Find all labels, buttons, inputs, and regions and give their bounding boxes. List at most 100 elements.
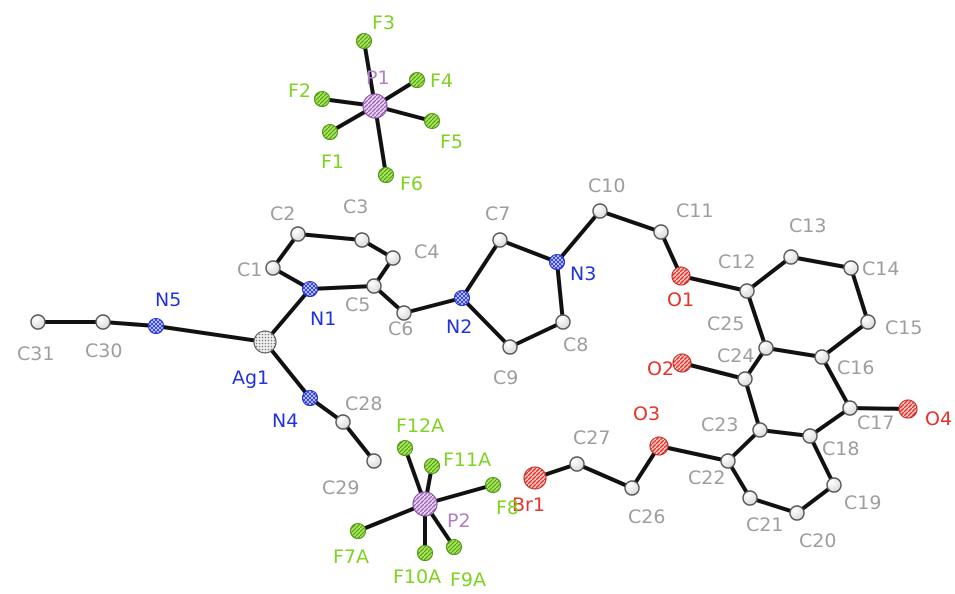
bond-ag1-n1 — [263, 287, 312, 344]
bond-c20-c21 — [748, 496, 799, 515]
atom-f7a — [349, 522, 367, 540]
atom-c20 — [789, 505, 805, 521]
atom-label-n4: N4 — [272, 410, 298, 432]
atom-label-c22: C22 — [688, 467, 725, 489]
bond-c17-c18 — [808, 406, 852, 438]
atom-o2 — [672, 353, 692, 373]
atom-label-c17: C17 — [857, 412, 894, 434]
bond-c24-c23 — [743, 377, 762, 432]
atom-c12 — [739, 283, 755, 299]
atom-f8 — [484, 476, 502, 494]
bond-ag1-n5 — [154, 324, 267, 344]
atom-label-c13: C13 — [789, 215, 826, 237]
atom-c7 — [492, 232, 508, 248]
atom-c13 — [783, 249, 799, 265]
atom-f5 — [423, 112, 441, 130]
bond-c18-c19 — [808, 434, 836, 487]
bond-c16-c17 — [820, 355, 852, 410]
atom-label-c26: C26 — [628, 506, 665, 528]
atom-o1 — [671, 266, 691, 286]
atom-c31 — [30, 314, 46, 330]
bond-c7-n3 — [498, 238, 559, 264]
atom-label-c1: C1 — [237, 259, 262, 281]
atom-f1 — [321, 123, 339, 141]
bond-o1-c12 — [679, 274, 749, 293]
atom-c16 — [814, 349, 830, 365]
atom-n2 — [453, 289, 471, 307]
atom-c6 — [396, 305, 412, 321]
bond-c28-c29 — [341, 420, 376, 463]
atom-ag1 — [253, 330, 277, 354]
bond-c25-c12 — [745, 289, 768, 350]
atom-o3 — [649, 436, 669, 456]
bond-c10-c11 — [598, 209, 663, 234]
atom-br1 — [523, 466, 547, 490]
bond-c6-n2 — [402, 296, 464, 315]
atom-label-c14: C14 — [862, 258, 899, 280]
atom-c18 — [802, 428, 818, 444]
bond-c26-c27 — [575, 462, 634, 490]
atom-c3 — [354, 232, 370, 248]
bond-c18-c23 — [758, 428, 812, 438]
atom-label-n1: N1 — [310, 308, 336, 330]
atom-label-c28: C28 — [345, 393, 382, 415]
atom-c2 — [290, 226, 306, 242]
atom-n4 — [301, 389, 319, 407]
atom-label-c10: C10 — [588, 175, 625, 197]
atom-label-f3: F3 — [372, 12, 395, 34]
bond-c24-o2 — [680, 361, 747, 381]
atom-c14 — [843, 260, 859, 276]
atom-p1 — [362, 93, 388, 119]
bond-c9-n2 — [460, 296, 512, 349]
atom-f10a — [416, 544, 434, 562]
atom-c8 — [555, 314, 571, 330]
atom-c24 — [737, 371, 753, 387]
atom-c26 — [624, 480, 640, 496]
atom-c28 — [335, 414, 351, 430]
atom-c11 — [653, 224, 669, 240]
atom-label-c29: C29 — [322, 477, 359, 499]
bond-c19-c20 — [795, 483, 836, 515]
atom-f2 — [313, 90, 331, 108]
atom-label-ag1: Ag1 — [232, 367, 269, 389]
atom-label-f10a: F10A — [393, 566, 441, 588]
atom-label-c20: C20 — [799, 530, 836, 552]
atom-c9 — [502, 339, 518, 355]
bond-n5-c30 — [101, 320, 158, 328]
atom-label-c23: C23 — [701, 414, 738, 436]
atom-c27 — [569, 456, 585, 472]
atom-n5 — [147, 317, 165, 335]
bond-c15-c16 — [820, 320, 870, 359]
atom-label-f12a: F12A — [396, 415, 444, 437]
atom-label-f6: F6 — [400, 173, 423, 195]
bond-c2-c3 — [296, 232, 364, 242]
atom-label-br1: Br1 — [512, 494, 545, 516]
bond-n3-c8 — [555, 260, 565, 324]
atom-c1 — [265, 260, 281, 276]
atom-label-f8: F8 — [496, 497, 519, 519]
atom-label-f7a: F7A — [333, 546, 369, 568]
atom-f12a — [396, 439, 414, 457]
atom-label-c3: C3 — [343, 196, 368, 218]
atom-label-o1: O1 — [667, 289, 694, 311]
atom-c23 — [752, 422, 768, 438]
atom-label-p1: P1 — [366, 67, 390, 89]
atom-label-n2: N2 — [446, 316, 472, 338]
atom-c30 — [95, 314, 111, 330]
bond-c17-o4 — [848, 406, 910, 411]
atom-label-c11: C11 — [676, 200, 713, 222]
bond-c14-c15 — [849, 266, 870, 324]
atom-f9a — [445, 538, 463, 556]
atom-label-c18: C18 — [822, 438, 859, 460]
atom-label-f11a: F11A — [443, 449, 491, 471]
atom-label-c24: C24 — [717, 345, 754, 367]
atom-c17 — [842, 400, 858, 416]
atom-label-c30: C30 — [85, 340, 122, 362]
atom-label-f5: F5 — [440, 131, 463, 153]
atom-o4 — [898, 399, 918, 419]
atom-label-f4: F4 — [430, 70, 453, 92]
atom-f11a — [423, 457, 441, 475]
atom-label-c6: C6 — [388, 318, 413, 340]
